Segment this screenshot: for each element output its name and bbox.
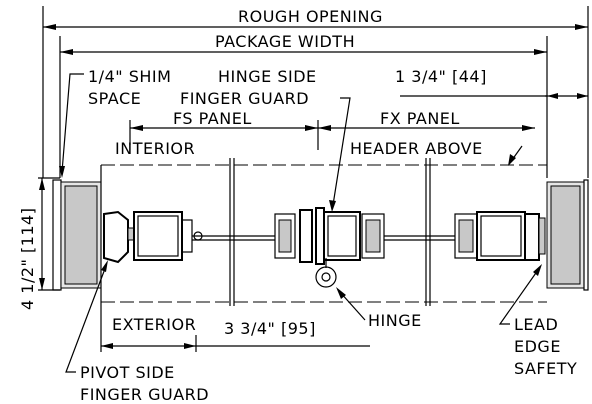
exterior-label: EXTERIOR (112, 315, 196, 334)
dim-4-1-2: 4 1/2" [114] (18, 177, 60, 310)
dim-4-1-2-label: 4 1/2" [114] (18, 208, 37, 310)
panel-dimensions: FS PANEL FX PANEL (129, 109, 535, 150)
hinge-guard-line1: HINGE SIDE (218, 67, 317, 86)
shim-label-line2: SPACE (88, 89, 141, 108)
dim-1-3-4: 1 3/4" [44] (395, 67, 588, 99)
package-width-label: PACKAGE WIDTH (215, 32, 355, 51)
pivot-label-line1: PIVOT SIDE (80, 363, 175, 382)
door-panels-section (103, 207, 546, 265)
shim-space-callout: 1/4" SHIM SPACE (59, 67, 171, 178)
hinge-label: HINGE (368, 311, 422, 330)
lead-label-line2: EDGE (514, 337, 561, 356)
dim-3-3-4-label: 3 3/4" [95] (224, 319, 316, 338)
hinge-symbol (315, 258, 337, 288)
right-wall-block (546, 179, 589, 291)
shim-label-line1: 1/4" SHIM (88, 67, 171, 86)
rough-opening-label: ROUGH OPENING (238, 7, 383, 26)
lead-edge-safety-callout: LEAD EDGE SAFETY (498, 264, 577, 378)
pivot-side-finger-guard-callout: PIVOT SIDE FINGER GUARD (65, 260, 209, 404)
lead-label-line1: LEAD (514, 315, 558, 334)
header-above-label: HEADER ABOVE (350, 139, 483, 158)
left-wall-block (52, 179, 102, 291)
dim-3-3-4: 3 3/4" [95] (100, 302, 370, 352)
rough-opening-dimension: ROUGH OPENING (42, 6, 589, 178)
fs-panel-label: FS PANEL (173, 109, 252, 128)
header-above-callout: HEADER ABOVE (350, 139, 523, 166)
dim-1-3-4-label: 1 3/4" [44] (395, 67, 487, 86)
package-width-dimension: PACKAGE WIDTH (59, 32, 548, 178)
hinge-guard-line2: FINGER GUARD (180, 89, 309, 108)
interior-label: INTERIOR (115, 139, 195, 158)
fx-panel-label: FX PANEL (380, 109, 460, 128)
pivot-label-line2: FINGER GUARD (80, 385, 209, 404)
lead-label-line3: SAFETY (514, 359, 577, 378)
hinge-side-finger-guard-callout: HINGE SIDE FINGER GUARD (180, 67, 351, 212)
hinge-callout: HINGE (336, 287, 422, 330)
